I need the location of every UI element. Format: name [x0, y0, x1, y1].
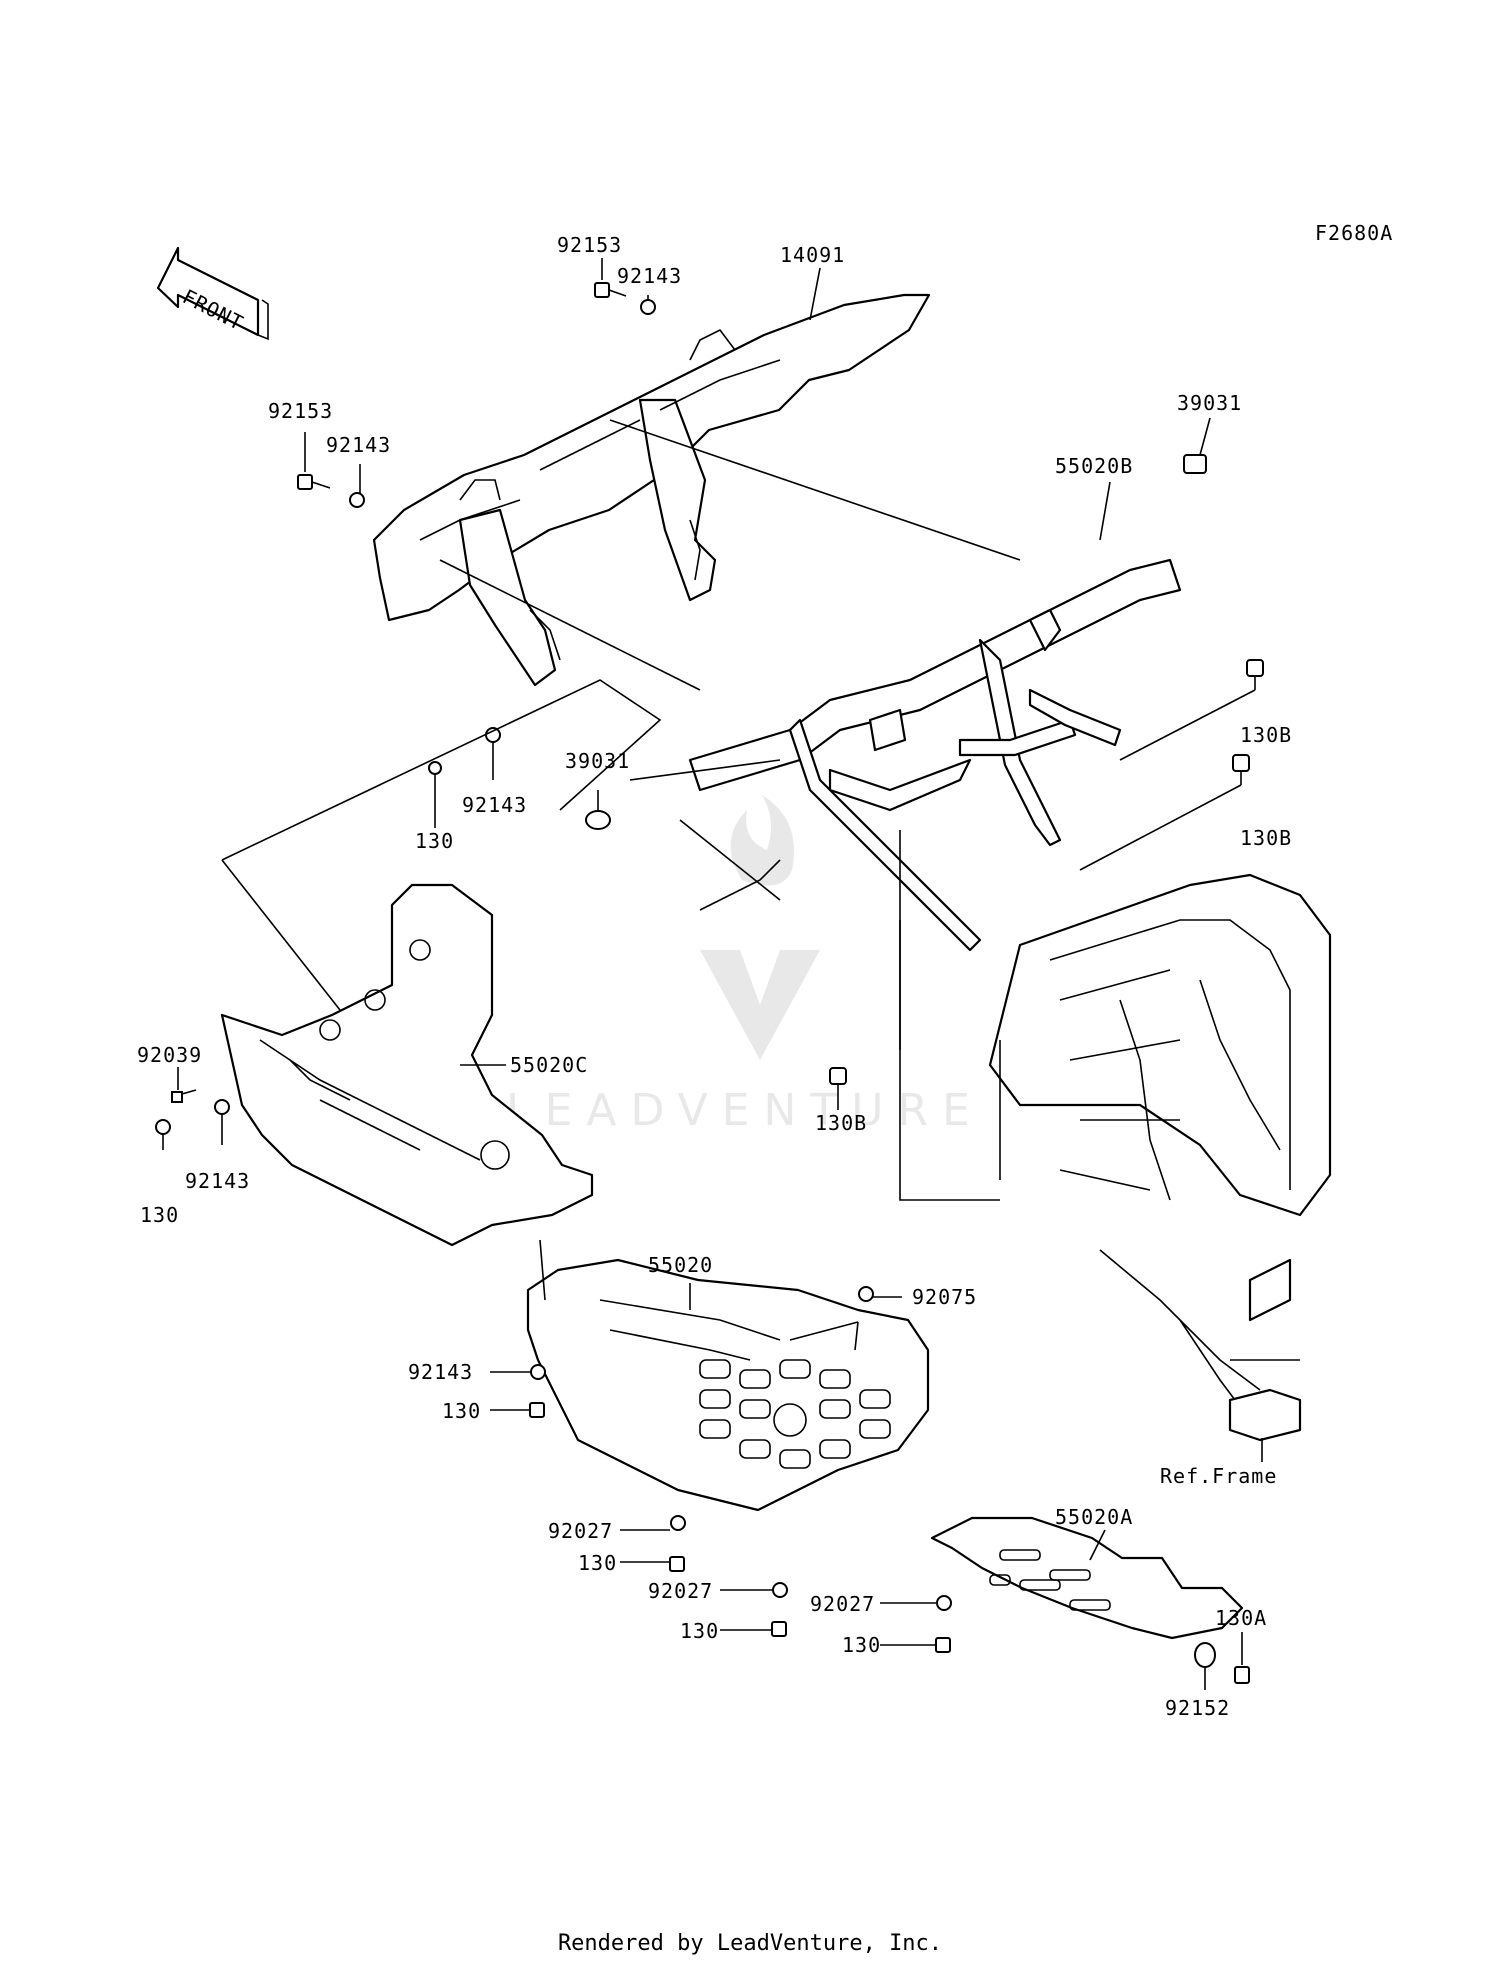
callout-92027-b: 92027	[648, 1579, 713, 1603]
callout-92143-skid: 92143	[408, 1360, 473, 1384]
callout-130-low: 130	[140, 1203, 179, 1227]
ref-frame	[988, 873, 1332, 1442]
bolt-130B-3-icon	[829, 1067, 847, 1094]
ref-frame-label: Ref.Frame	[1160, 1464, 1277, 1488]
callout-130B-3: 130B	[815, 1111, 867, 1135]
bolt-92153-top-icon	[594, 282, 627, 298]
callout-92153-left: 92153	[268, 399, 333, 423]
nut-130-low-icon	[155, 1119, 171, 1135]
watermark-flame-icon	[730, 795, 794, 886]
callout-92143-left: 92143	[326, 433, 391, 457]
front-cover-14091	[372, 293, 931, 687]
callout-55020A: 55020A	[1055, 1505, 1133, 1529]
bolt-130B-1-icon	[1246, 659, 1264, 690]
callout-55020B: 55020B	[1055, 454, 1133, 478]
cap-39031-mid-icon	[585, 810, 611, 830]
callout-130B-1: 130B	[1240, 723, 1292, 747]
callouts: 92153 92143 14091 92153 92143 39031 5502…	[137, 233, 1292, 1720]
footer-credit: Rendered by LeadVenture, Inc.	[558, 1931, 942, 1956]
callout-92075: 92075	[912, 1285, 977, 1309]
skid-plate-holes-icon	[699, 1359, 891, 1469]
leader-lines	[162, 258, 1263, 1690]
callout-92143-mid: 92143	[462, 793, 527, 817]
hardware	[155, 282, 1264, 1684]
screw-92039-icon	[171, 1089, 197, 1103]
callout-130B-2: 130B	[1240, 826, 1292, 850]
washer-92143-low-icon	[214, 1099, 230, 1115]
diagram-code: F2680A	[1315, 221, 1393, 245]
bolt-92153-left-icon	[297, 474, 331, 490]
callout-14091: 14091	[780, 243, 845, 267]
nut-130-mid-icon	[428, 761, 442, 775]
callout-130-skid: 130	[442, 1399, 481, 1423]
callout-130A: 130A	[1215, 1606, 1267, 1630]
callout-39031-mid: 39031	[565, 749, 630, 773]
collar-92027-b-icon	[772, 1582, 788, 1598]
callout-92039: 92039	[137, 1043, 202, 1067]
washer-92143-top-icon	[640, 299, 656, 315]
callout-92027-c: 92027	[810, 1592, 875, 1616]
collar-92027-c-icon	[936, 1595, 952, 1611]
grommet-92075-icon	[858, 1286, 874, 1302]
callout-55020: 55020	[648, 1253, 713, 1277]
front-arrow-icon: FRONT	[156, 246, 269, 341]
bolt-130-c-icon	[935, 1637, 951, 1653]
bolt-130B-2-icon	[1232, 754, 1250, 785]
watermark-v-icon	[700, 950, 820, 1060]
bolt-130-a-icon	[669, 1556, 685, 1572]
callout-130-c: 130	[842, 1633, 881, 1657]
bolt-130-skid-icon	[529, 1402, 545, 1418]
washer-92143-left-icon	[349, 492, 365, 508]
callout-55020C: 55020C	[510, 1053, 588, 1077]
bolt-130-b-icon	[771, 1621, 787, 1637]
collar-92027-a-icon	[670, 1515, 686, 1531]
front-bumper-55020B	[688, 558, 1182, 952]
skid-plate-55020	[526, 1258, 930, 1512]
callout-130-mid: 130	[415, 829, 454, 853]
callout-39031-top: 39031	[1177, 391, 1242, 415]
washer-92152-icon	[1194, 1642, 1216, 1668]
side-guard-55020C	[220, 883, 594, 1247]
callout-92152: 92152	[1165, 1696, 1230, 1720]
callout-92153-top: 92153	[557, 233, 622, 257]
washer-92143-skid-icon	[530, 1364, 546, 1380]
callout-130-b: 130	[680, 1619, 719, 1643]
bolt-130A-icon	[1234, 1666, 1250, 1684]
callout-92027-a: 92027	[548, 1519, 613, 1543]
callout-130-a: 130	[578, 1551, 617, 1575]
watermark: LEADVENTURE	[506, 795, 984, 1136]
callout-92143-low: 92143	[185, 1169, 250, 1193]
skid-plate-55020A	[930, 1516, 1244, 1640]
callout-92143-top: 92143	[617, 264, 682, 288]
watermark-text: LEADVENTURE	[506, 1085, 984, 1136]
cap-39031-top-icon	[1183, 454, 1207, 474]
